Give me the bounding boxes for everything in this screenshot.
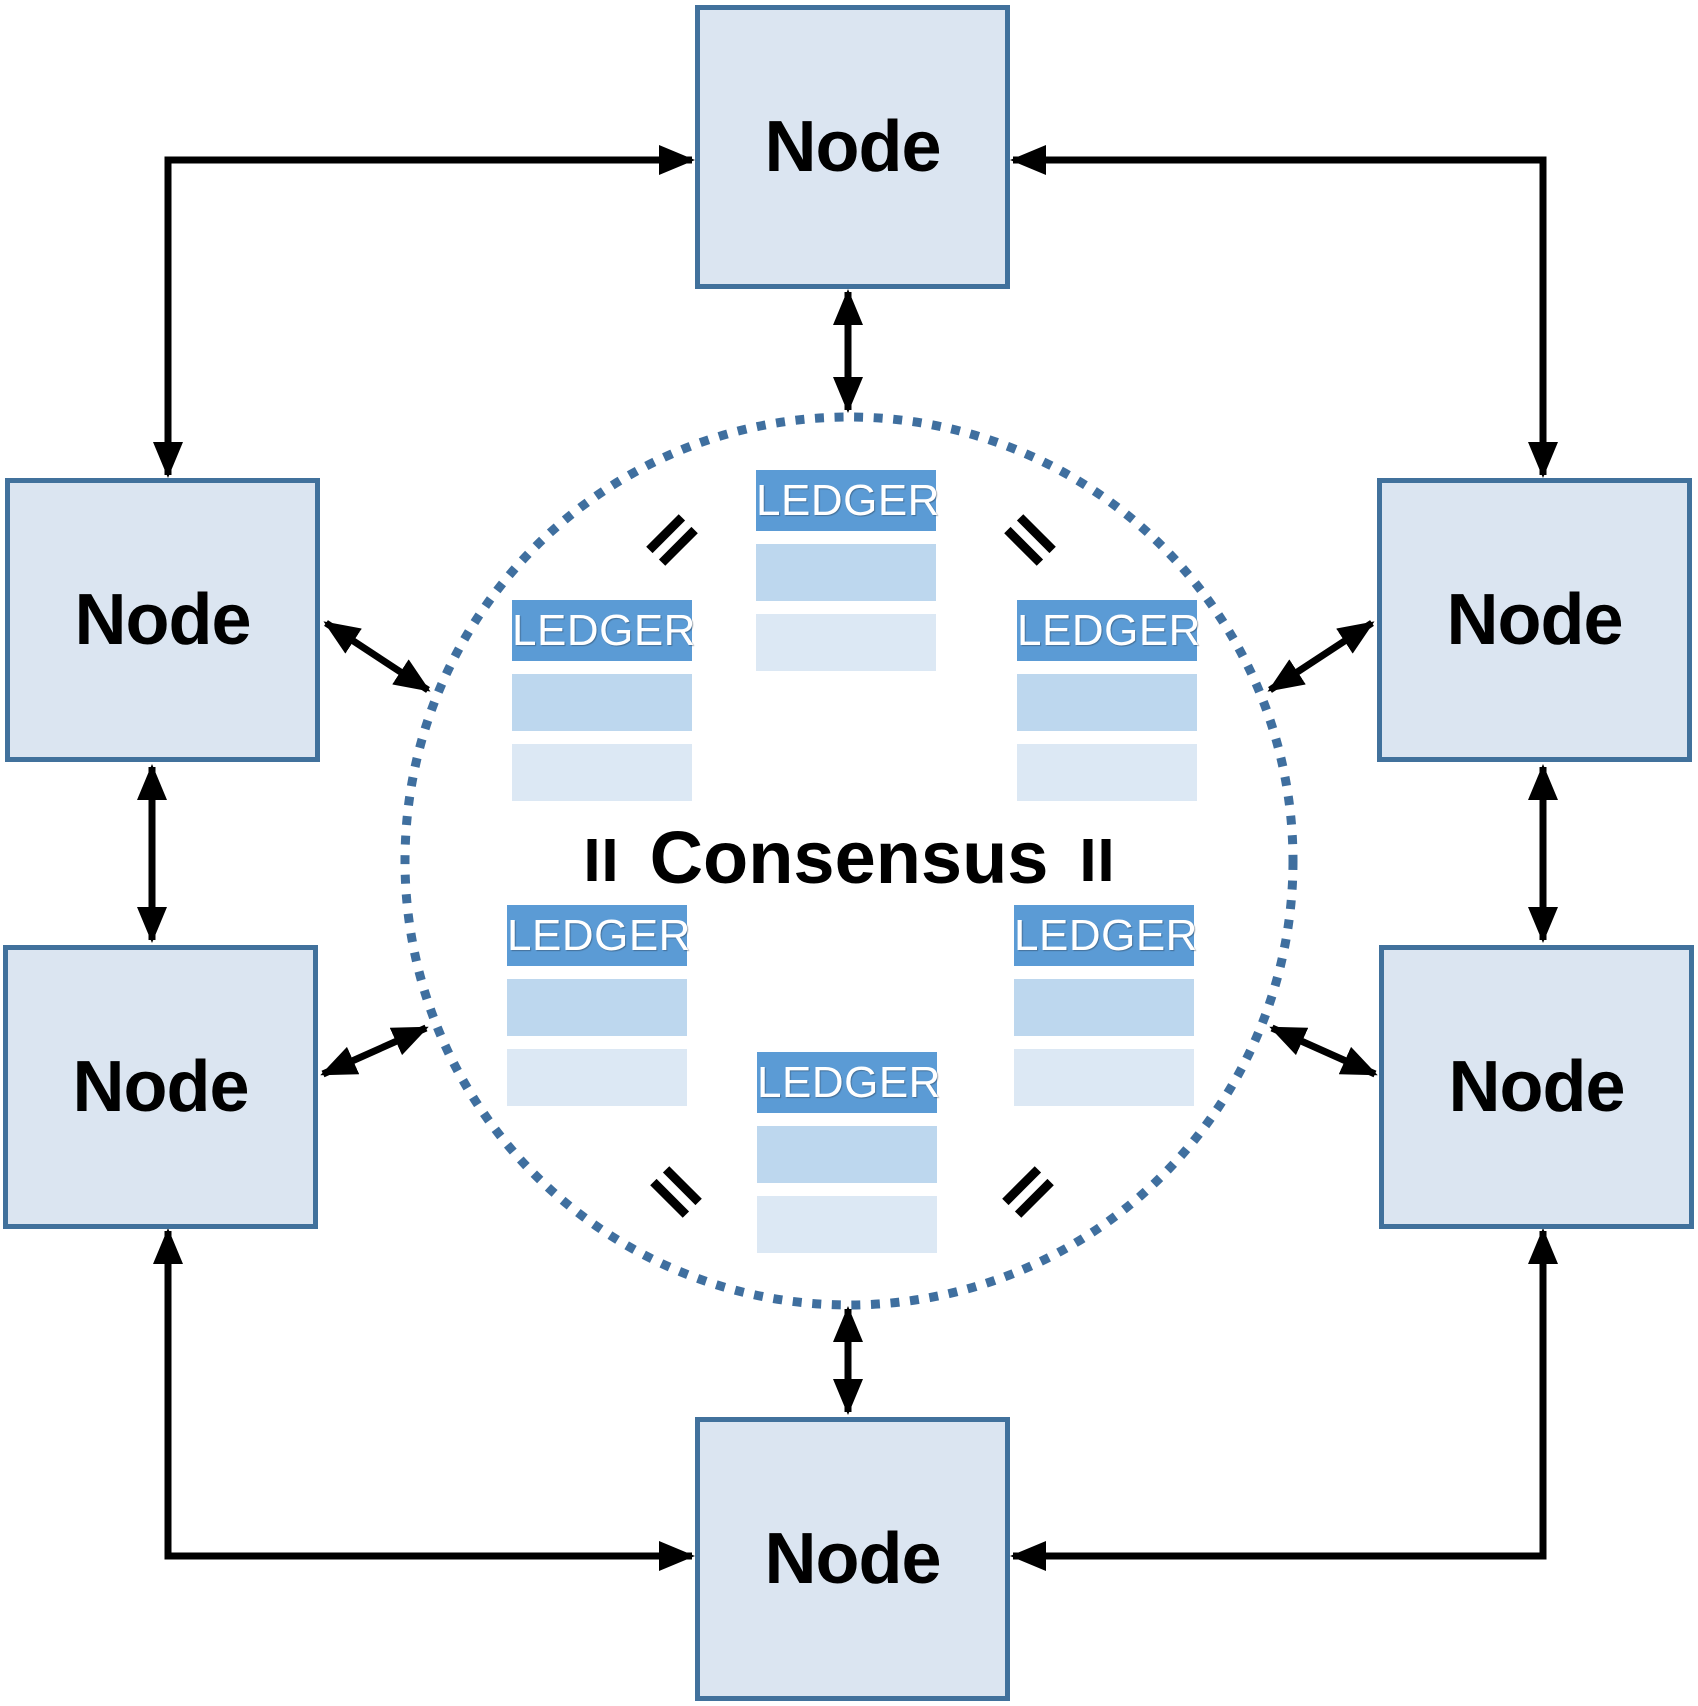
equals-icon-upper-right: [1004, 514, 1056, 566]
node-box-upper-left: Node: [5, 478, 320, 762]
equals-icon-mid-right: [1083, 839, 1111, 881]
corner-double-arrow-icon-top-right: [1010, 145, 1558, 478]
consensus-circle-border: [400, 412, 1298, 1310]
corner-double-arrow-icon-bottom-left: [153, 1228, 695, 1571]
node-box-upper-right: Node: [1377, 478, 1692, 762]
node-label: Node: [764, 107, 942, 187]
ledger-header: LEDGER: [756, 470, 939, 531]
consensus-label: Consensus: [649, 816, 1049, 899]
ledger-row: [1014, 1049, 1194, 1106]
ledger-row: [1017, 744, 1197, 801]
ledger-table-bottom-center: LEDGER: [757, 1052, 940, 1253]
ledger-row: [512, 674, 692, 731]
ledger-table-lower-right: LEDGER: [1014, 905, 1197, 1106]
double-arrow-icon-upper-left-circle: [323, 620, 431, 693]
double-arrow-icon-lower-right-circle: [1269, 1024, 1378, 1078]
ledger-table-top-center: LEDGER: [756, 470, 939, 671]
equals-icon-upper-left: [646, 514, 698, 566]
ledger-table-lower-left: LEDGER: [507, 905, 690, 1106]
node-box-bottom: Node: [695, 1417, 1010, 1701]
equals-icon-lower-right: [1002, 1166, 1054, 1218]
ledger-row: [1017, 674, 1197, 731]
equals-icon-mid-left: [587, 839, 615, 881]
node-label: Node: [1448, 1047, 1626, 1127]
ledger-row: [757, 1126, 937, 1183]
ledger-header: LEDGER: [1014, 905, 1197, 966]
ledger-row: [512, 744, 692, 801]
ledger-header: LEDGER: [1017, 600, 1200, 661]
node-label: Node: [72, 1047, 250, 1127]
ledger-row: [756, 614, 936, 671]
ledger-table-mid-right: LEDGER: [1017, 600, 1200, 801]
node-box-lower-right: Node: [1379, 945, 1694, 1229]
node-label: Node: [764, 1519, 942, 1599]
ledger-table-mid-left: LEDGER: [512, 600, 695, 801]
corner-double-arrow-icon-bottom-right: [1010, 1228, 1558, 1571]
node-label: Node: [1446, 580, 1624, 660]
ledger-header: LEDGER: [757, 1052, 940, 1113]
equals-icon-lower-left: [650, 1166, 702, 1218]
ledger-header: LEDGER: [507, 905, 690, 966]
double-arrow-icon-lower-left-circle: [320, 1024, 429, 1078]
corner-double-arrow-icon-top-left: [153, 145, 695, 478]
double-arrow-icon-upper-right-circle: [1267, 620, 1375, 693]
ledger-row: [756, 544, 936, 601]
node-box-lower-left: Node: [3, 945, 318, 1229]
ledger-row: [507, 1049, 687, 1106]
ledger-row: [1014, 979, 1194, 1036]
ledger-header: LEDGER: [512, 600, 695, 661]
ledger-row: [757, 1196, 937, 1253]
node-box-top: Node: [695, 5, 1010, 289]
node-label: Node: [74, 580, 252, 660]
ledger-row: [507, 979, 687, 1036]
